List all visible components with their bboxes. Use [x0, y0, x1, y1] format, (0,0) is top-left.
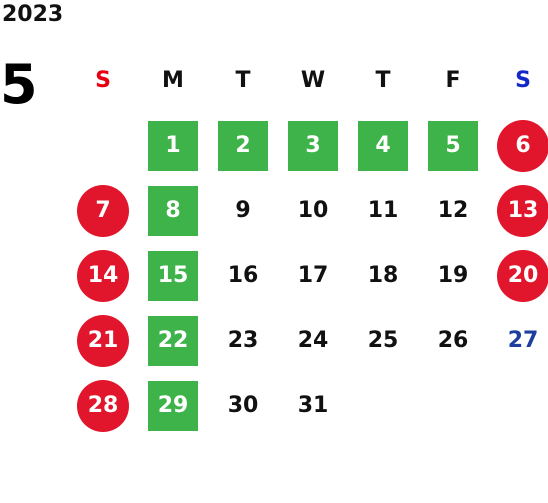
- highlighted-day: 5: [428, 120, 478, 171]
- weekday-friday: F: [445, 68, 461, 93]
- day-cell: 2: [208, 113, 278, 178]
- day-cell: 17: [278, 243, 348, 308]
- highlighted-day: 1: [148, 120, 198, 171]
- day-cell: 8: [138, 178, 208, 243]
- highlighted-day: 8: [148, 185, 198, 236]
- day-cell: 22: [138, 308, 208, 373]
- day-cell: 6: [488, 113, 548, 178]
- day-cell: 29: [138, 373, 208, 438]
- highlighted-day: 2: [218, 120, 268, 171]
- day-cell: 3: [278, 113, 348, 178]
- holiday-day: 20: [497, 249, 548, 302]
- day-cell: 14: [68, 243, 138, 308]
- day-cell: 27: [488, 308, 548, 373]
- weekday-saturday: S: [515, 68, 531, 93]
- day-cell: 28: [68, 373, 138, 438]
- day-number: 24: [297, 328, 329, 353]
- highlighted-day: 3: [288, 120, 338, 171]
- day-number: 23: [227, 328, 259, 353]
- day-number: 16: [227, 263, 259, 288]
- day-number: 25: [367, 328, 399, 353]
- day-cell: 25: [348, 308, 418, 373]
- weekday-sunday: S: [95, 68, 111, 93]
- day-cell: 30: [208, 373, 278, 438]
- day-number: 30: [227, 393, 259, 418]
- highlighted-day: 22: [148, 315, 198, 366]
- day-cell: 7: [68, 178, 138, 243]
- weekday-monday: M: [162, 68, 184, 93]
- day-cell: 31: [278, 373, 348, 438]
- day-cell: 1: [138, 113, 208, 178]
- weekday-tuesday: T: [235, 68, 251, 93]
- day-number: 11: [367, 198, 399, 223]
- day-number: 19: [437, 263, 469, 288]
- highlighted-day: 29: [148, 380, 198, 431]
- day-cell: 15: [138, 243, 208, 308]
- day-cell: 19: [418, 243, 488, 308]
- day-number: 12: [437, 198, 469, 223]
- day-number: 27: [507, 328, 539, 353]
- weekday-thursday: T: [375, 68, 391, 93]
- day-cell: 12: [418, 178, 488, 243]
- highlighted-day: 4: [358, 120, 408, 171]
- weekday-wednesday: W: [300, 68, 326, 93]
- day-number: 26: [437, 328, 469, 353]
- holiday-day: 14: [77, 249, 129, 302]
- day-number: 31: [297, 393, 329, 418]
- day-cell: 11: [348, 178, 418, 243]
- day-cell: 16: [208, 243, 278, 308]
- holiday-day: 21: [77, 314, 129, 367]
- day-cell: 24: [278, 308, 348, 373]
- day-cell: 10: [278, 178, 348, 243]
- day-number: 9: [235, 198, 251, 223]
- holiday-day: 7: [77, 184, 129, 237]
- day-number: 10: [297, 198, 329, 223]
- day-cell: 4: [348, 113, 418, 178]
- day-cell: 23: [208, 308, 278, 373]
- empty-day-cell: [488, 373, 548, 438]
- month-number: 5: [0, 53, 38, 116]
- day-cell: 21: [68, 308, 138, 373]
- holiday-day: 13: [497, 184, 548, 237]
- day-number: 17: [297, 263, 329, 288]
- empty-day-cell: [68, 113, 138, 178]
- holiday-day: 28: [77, 379, 129, 432]
- day-cell: 5: [418, 113, 488, 178]
- day-number: 18: [367, 263, 399, 288]
- day-cell: 20: [488, 243, 548, 308]
- holiday-day: 6: [497, 119, 548, 172]
- day-cell: 18: [348, 243, 418, 308]
- highlighted-day: 15: [148, 250, 198, 301]
- empty-day-cell: [418, 373, 488, 438]
- day-cell: 26: [418, 308, 488, 373]
- empty-day-cell: [348, 373, 418, 438]
- day-cell: 13: [488, 178, 548, 243]
- year-label: 2023: [2, 2, 64, 27]
- day-cell: 9: [208, 178, 278, 243]
